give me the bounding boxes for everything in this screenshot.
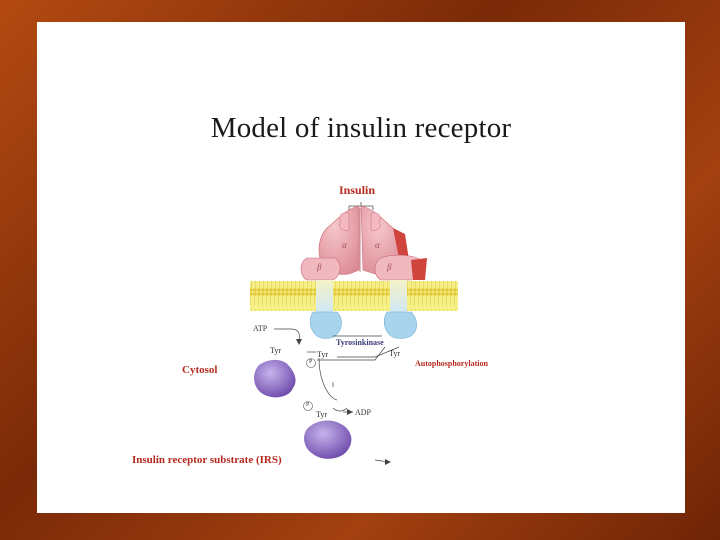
slide-title: Model of insulin receptor	[210, 112, 512, 144]
alpha-left-label: α	[342, 240, 347, 250]
arrowheads	[296, 339, 391, 465]
beta-subunits	[300, 254, 427, 339]
phosphate-circle-lower	[303, 401, 313, 411]
phosphate-lower-label: P	[306, 402, 310, 408]
tyrosine-kinase-label: Tyrosinkinase	[336, 338, 384, 347]
beta-left-label: β	[317, 262, 322, 272]
cell-membrane	[250, 281, 458, 311]
cytosol-protein	[254, 359, 296, 398]
tyr-center-label: Tyr	[317, 350, 328, 359]
irs-protein	[304, 420, 352, 459]
phosphate-circle-center	[306, 358, 316, 368]
insulin-receptor-diagram	[250, 202, 458, 465]
phosphate-center-label: P	[309, 359, 313, 365]
adp-label: ADP	[355, 408, 372, 417]
beta-right-label: β	[387, 262, 392, 272]
irs-label: Insulin receptor substrate (IRS)	[132, 454, 282, 466]
atp-label: ATP	[253, 324, 268, 333]
autophosphorylation-label: Autophosphorylation	[415, 359, 488, 368]
alpha-right-label: α	[375, 240, 380, 250]
tyr-left-label: Tyr	[270, 346, 281, 355]
tyr-lower-label: Tyr	[316, 410, 327, 419]
slide: Model of insulin receptor	[37, 22, 685, 513]
cytosol-label: Cytosol	[182, 364, 218, 376]
insulin-label: Insulin	[339, 183, 376, 197]
tyr-right-label: Tyr	[389, 349, 400, 358]
